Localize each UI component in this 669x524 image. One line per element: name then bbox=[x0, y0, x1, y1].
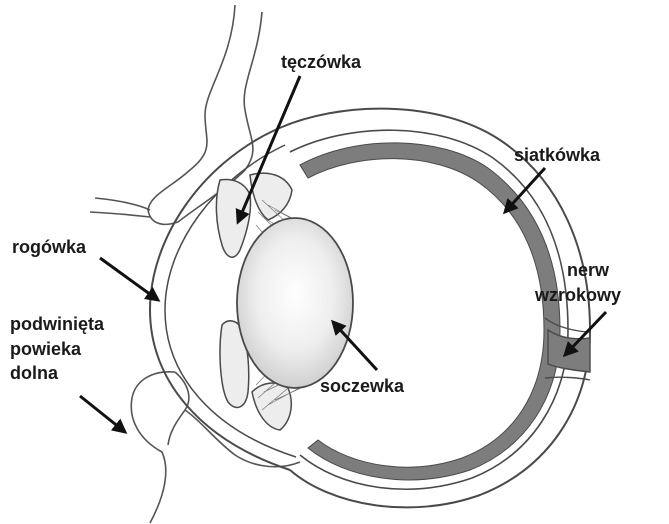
label-lens: soczewka bbox=[320, 374, 404, 398]
label-optic-nerve-line1: nerw bbox=[567, 258, 609, 282]
label-optic-nerve-line2: wzrokowy bbox=[535, 283, 621, 307]
label-lower-eyelid-line3: dolna bbox=[10, 361, 58, 385]
label-retina: siatkówka bbox=[514, 143, 600, 167]
pointer-lower-eyelid bbox=[80, 396, 125, 432]
lens-shape bbox=[237, 218, 353, 388]
label-lower-eyelid-line1: podwinięta bbox=[10, 312, 104, 336]
label-cornea: rogówka bbox=[12, 235, 86, 259]
pointer-cornea bbox=[100, 258, 158, 300]
label-lower-eyelid-line2: powieka bbox=[10, 337, 81, 361]
label-iris: tęczówka bbox=[281, 50, 361, 74]
